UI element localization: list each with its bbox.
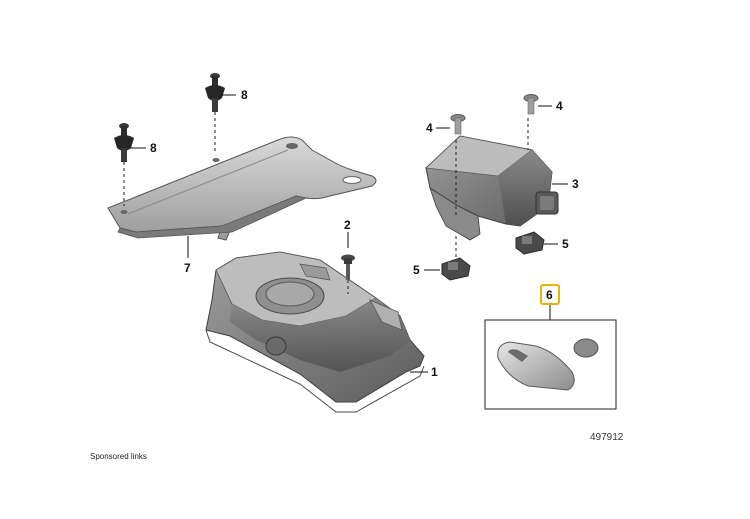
sponsored-links-text[interactable]: Sponsored links — [90, 452, 147, 461]
sensor-module-part-3 — [425, 118, 559, 241]
key-kit-part-6 — [484, 304, 617, 410]
callout-4-left: 4 — [426, 121, 433, 135]
screw-part-2 — [341, 254, 355, 294]
callout-6[interactable]: 6 — [546, 288, 553, 302]
leader-lines — [130, 94, 568, 373]
callout-1: 1 — [431, 365, 438, 379]
callout-6-highlight[interactable] — [540, 284, 560, 305]
callout-5-right: 5 — [562, 237, 569, 251]
screw-part-8-upper — [205, 73, 225, 154]
screw-part-8-lower — [114, 123, 134, 206]
diagram-id: 497912 — [590, 432, 624, 443]
screw-part-4-left — [450, 114, 466, 135]
callout-4-right: 4 — [556, 99, 563, 113]
callout-2: 2 — [344, 218, 351, 232]
screw-part-4-right — [523, 94, 539, 115]
callout-8-lower: 8 — [150, 141, 157, 155]
callout-3: 3 — [572, 177, 579, 191]
clip-part-5-left — [441, 236, 471, 281]
siren-housing-part-1 — [205, 251, 425, 413]
callout-8-upper: 8 — [241, 88, 248, 102]
bracket-plate-part-7 — [107, 136, 377, 241]
callout-5-left: 5 — [413, 263, 420, 277]
clip-part-5-right — [515, 231, 545, 255]
callout-7: 7 — [184, 261, 191, 275]
